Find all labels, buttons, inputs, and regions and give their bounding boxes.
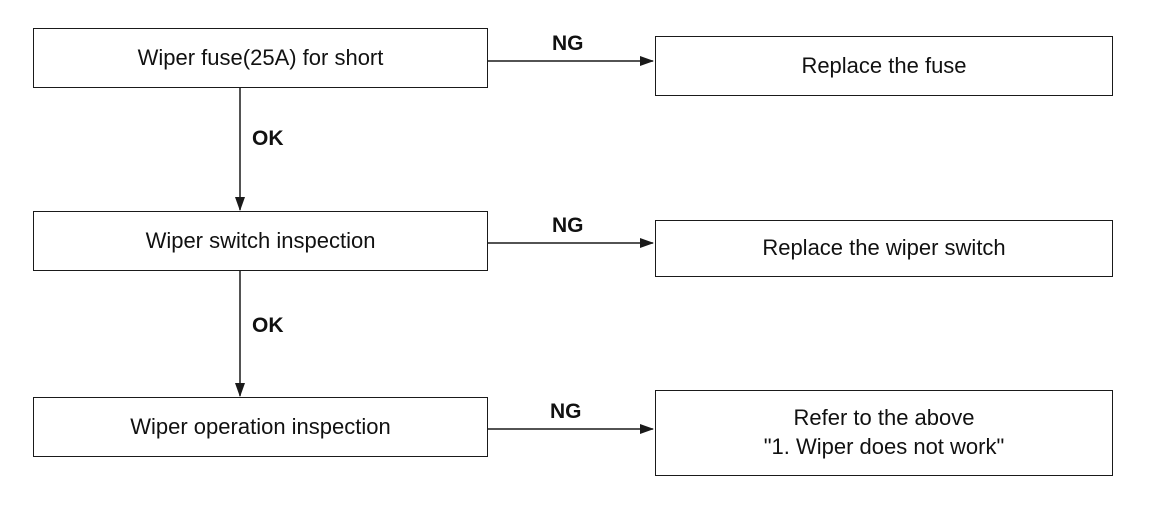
result-replace-fuse-text: Replace the fuse [801,52,967,78]
result-refer-above-line-2: "1. Wiper does not work" [763,434,1005,459]
ok-label-1: OK [252,127,284,150]
ng-label-1: NG [552,32,584,55]
step-fuse-check-text: Wiper fuse(25A) for short [137,44,384,70]
result-refer-above-line-1: Refer to the above [793,405,975,431]
result-replace-switch: Replace the wiper switch [655,220,1113,277]
ng-label-3: NG [550,400,582,423]
ok-label-2: OK [252,314,284,337]
step-operation-inspection-text: Wiper operation inspection [130,413,391,439]
result-replace-fuse: Replace the fuse [655,36,1113,96]
result-refer-above: Refer to the above "1. Wiper does not wo… [655,390,1113,476]
result-replace-switch-text: Replace the wiper switch [762,235,1006,261]
ng-label-2: NG [552,214,584,237]
step-operation-inspection: Wiper operation inspection [33,397,488,457]
step-switch-inspection-text: Wiper switch inspection [145,227,376,253]
step-fuse-check: Wiper fuse(25A) for short [33,28,488,88]
step-switch-inspection: Wiper switch inspection [33,211,488,271]
